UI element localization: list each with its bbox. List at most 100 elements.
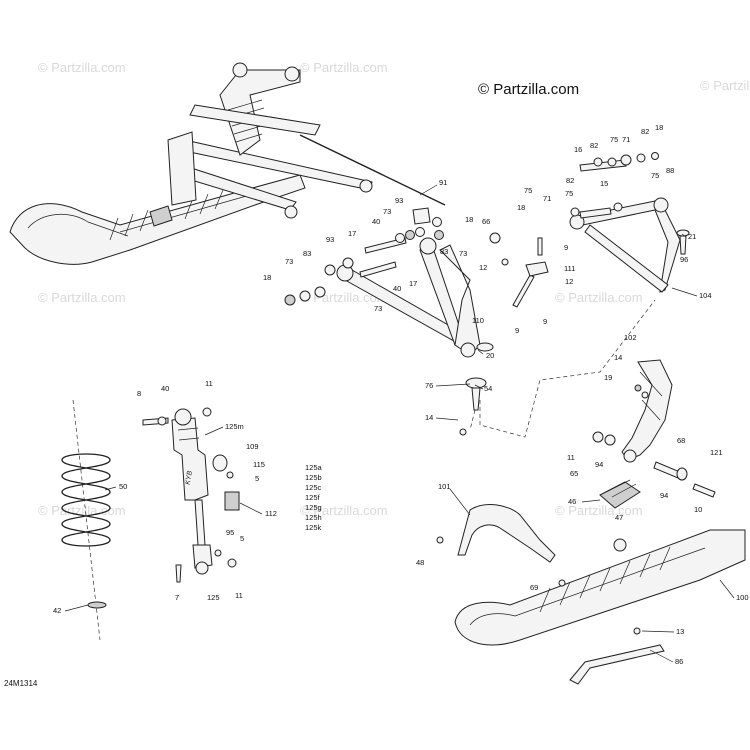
shock-absorber-illustration: KYB	[142, 407, 240, 583]
callout: 104	[699, 291, 712, 300]
callout: 73	[374, 304, 382, 313]
callout: 115	[253, 460, 265, 469]
dashed-connectors	[469, 299, 656, 438]
callout: 125	[207, 593, 220, 602]
callout: 94	[595, 460, 603, 469]
callout: 75	[524, 186, 532, 195]
callout: 66	[482, 217, 490, 226]
spindle-illustration	[592, 359, 716, 498]
callout: 88	[666, 166, 674, 175]
callout: 5	[240, 534, 244, 543]
callout: 125f	[305, 493, 321, 502]
callout: 83	[440, 247, 448, 256]
watermark-text: © Partzilla.com	[555, 290, 643, 305]
callout: 109	[246, 442, 259, 451]
callout: 13	[676, 627, 684, 636]
callout: 17	[348, 229, 356, 238]
watermark-text: © Partzilla.com	[38, 60, 126, 75]
callout: 48	[416, 558, 424, 567]
assembled-suspension-illustration	[9, 62, 446, 265]
brand-label: © Partzilla.com	[478, 81, 579, 98]
callout: 7	[175, 593, 179, 602]
callout: 54	[484, 384, 492, 393]
callout: 125b	[305, 473, 322, 482]
callout: 100	[736, 593, 749, 602]
callout: 9	[543, 317, 547, 326]
callout: 40	[161, 384, 169, 393]
callout: 65	[570, 469, 578, 478]
diagram-code: 24M1314	[4, 679, 38, 688]
callout: 11	[235, 591, 243, 600]
callout: 96	[680, 255, 688, 264]
callout: 93	[395, 196, 403, 205]
callout: 95	[226, 528, 234, 537]
callout: 125g	[305, 503, 322, 512]
callout: 75	[610, 135, 618, 144]
callout: 20	[486, 351, 494, 360]
upper-right-arm	[569, 152, 690, 293]
callout: 14	[425, 413, 433, 422]
callout: 17	[409, 279, 417, 288]
callout: 47	[615, 513, 623, 522]
callout: 91	[439, 178, 447, 187]
callout: 101	[438, 482, 451, 491]
callout: 76	[425, 381, 433, 390]
callout: 75	[651, 171, 659, 180]
callout: 125h	[305, 513, 322, 522]
callout: 50	[119, 482, 127, 491]
skid-pad-illustration	[599, 479, 641, 509]
callout: 15	[600, 179, 608, 188]
callout: 69	[530, 583, 538, 592]
watermark-text: © Partzilla.com	[300, 60, 388, 75]
callout: 21	[688, 232, 696, 241]
callout: 42	[53, 606, 61, 615]
callout: 10	[694, 505, 702, 514]
callout: 86	[675, 657, 683, 666]
callout: 94	[660, 491, 668, 500]
callout: 9	[564, 243, 568, 252]
callout: 125c	[305, 483, 322, 492]
callout: 93	[326, 235, 334, 244]
callout: 102	[624, 333, 637, 342]
watermark-text: © Partzilla.com	[38, 290, 126, 305]
callout: 71	[622, 135, 630, 144]
callout: 19	[604, 373, 612, 382]
callout: 121	[710, 448, 723, 457]
callout: 16	[574, 145, 582, 154]
callout-labels: 91 93 73 18 40 17 83 73 93 73 83 18 17 4…	[53, 123, 749, 666]
callout: 14	[614, 353, 622, 362]
callout: 18	[517, 203, 525, 212]
callout: 82	[590, 141, 598, 150]
callout: 68	[677, 436, 685, 445]
callout: 40	[393, 284, 401, 293]
callout: 110	[472, 316, 484, 325]
callout: 75	[565, 189, 573, 198]
callout: 5	[255, 474, 259, 483]
svg-text:KYB: KYB	[185, 470, 194, 485]
callout: 125k	[305, 523, 322, 532]
callout: 12	[479, 263, 487, 272]
callout: 73	[285, 257, 293, 266]
callout: 125a	[305, 463, 323, 472]
watermark-text: © Partzilla.com	[700, 78, 750, 93]
callout: 12	[565, 277, 573, 286]
callout: 71	[543, 194, 551, 203]
callout: 112	[265, 509, 277, 518]
ski-illustration	[436, 504, 746, 685]
callout: 73	[459, 249, 467, 258]
callout: 82	[566, 176, 574, 185]
leader-lines	[64, 184, 735, 663]
spring-illustration	[61, 399, 111, 641]
callout: 83	[303, 249, 311, 258]
callout: 73	[383, 207, 391, 216]
callout: 18	[465, 215, 473, 224]
callout: 11	[567, 453, 575, 462]
watermark-text: © Partzilla.com	[38, 503, 126, 518]
callout: 46	[568, 497, 576, 506]
callout: 82	[641, 127, 649, 136]
watermark-text: © Partzilla.com	[555, 503, 643, 518]
callout: 111	[564, 264, 575, 273]
watermark-text: © Partzilla.com	[300, 503, 388, 518]
callout: 9	[515, 326, 519, 335]
